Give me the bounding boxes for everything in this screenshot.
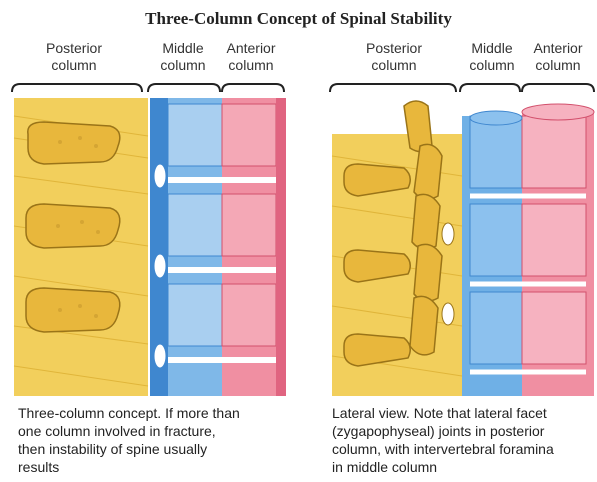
left-posterior-label-line1: Posterior [36,40,112,57]
left-middle-bodies [168,104,222,346]
left-caption-line3: then instability of spine usually [18,440,240,458]
left-posterior-label: Posterior column [36,40,112,74]
left-spinous-processes [26,122,120,332]
right-posterior-label-line1: Posterior [356,40,432,57]
right-anterior-label-line2: column [524,57,592,74]
right-anterior-label: Anterior column [524,40,592,74]
right-anterior-bracket [522,84,594,92]
left-caption-line2: one column involved in fracture, [18,422,240,440]
left-spine-illustration [0,76,290,396]
left-posterior-label-line2: column [36,57,112,74]
right-middle-bodies [470,116,522,364]
left-caption-line1: Three-column concept. If more than [18,404,240,422]
left-anterior-bracket [222,84,284,92]
left-caption: Three-column concept. If more than one c… [18,404,240,476]
left-anterior-label-line1: Anterior [218,40,284,57]
left-middle-bracket [148,84,220,92]
right-posterior-label-line2: column [356,57,432,74]
left-middle-label: Middle column [149,40,217,74]
right-middle-bracket [460,84,520,92]
figure-title: Three-Column Concept of Spinal Stability [0,9,597,29]
left-posterior-bracket [12,84,142,92]
right-posterior-bracket [330,84,456,92]
right-caption-line2: (zygapophyseal) joints in posterior [332,422,554,440]
left-anterior-label: Anterior column [218,40,284,74]
left-middle-label-line2: column [149,57,217,74]
left-anterior-bodies [222,104,276,346]
right-middle-label: Middle column [460,40,524,74]
left-anterior-label-line2: column [218,57,284,74]
left-middle-label-line1: Middle [149,40,217,57]
left-caption-line4: results [18,458,240,476]
right-caption: Lateral view. Note that lateral facet (z… [332,404,554,476]
right-caption-line3: column, with intervertebral foramina [332,440,554,458]
right-middle-label-line2: column [460,57,524,74]
right-caption-line1: Lateral view. Note that lateral facet [332,404,554,422]
right-caption-line4: in middle column [332,458,554,476]
right-middle-label-line1: Middle [460,40,524,57]
right-anterior-label-line1: Anterior [524,40,592,57]
right-anterior-bodies [522,116,586,364]
right-spine-illustration [324,76,597,396]
right-posterior-label: Posterior column [356,40,432,74]
